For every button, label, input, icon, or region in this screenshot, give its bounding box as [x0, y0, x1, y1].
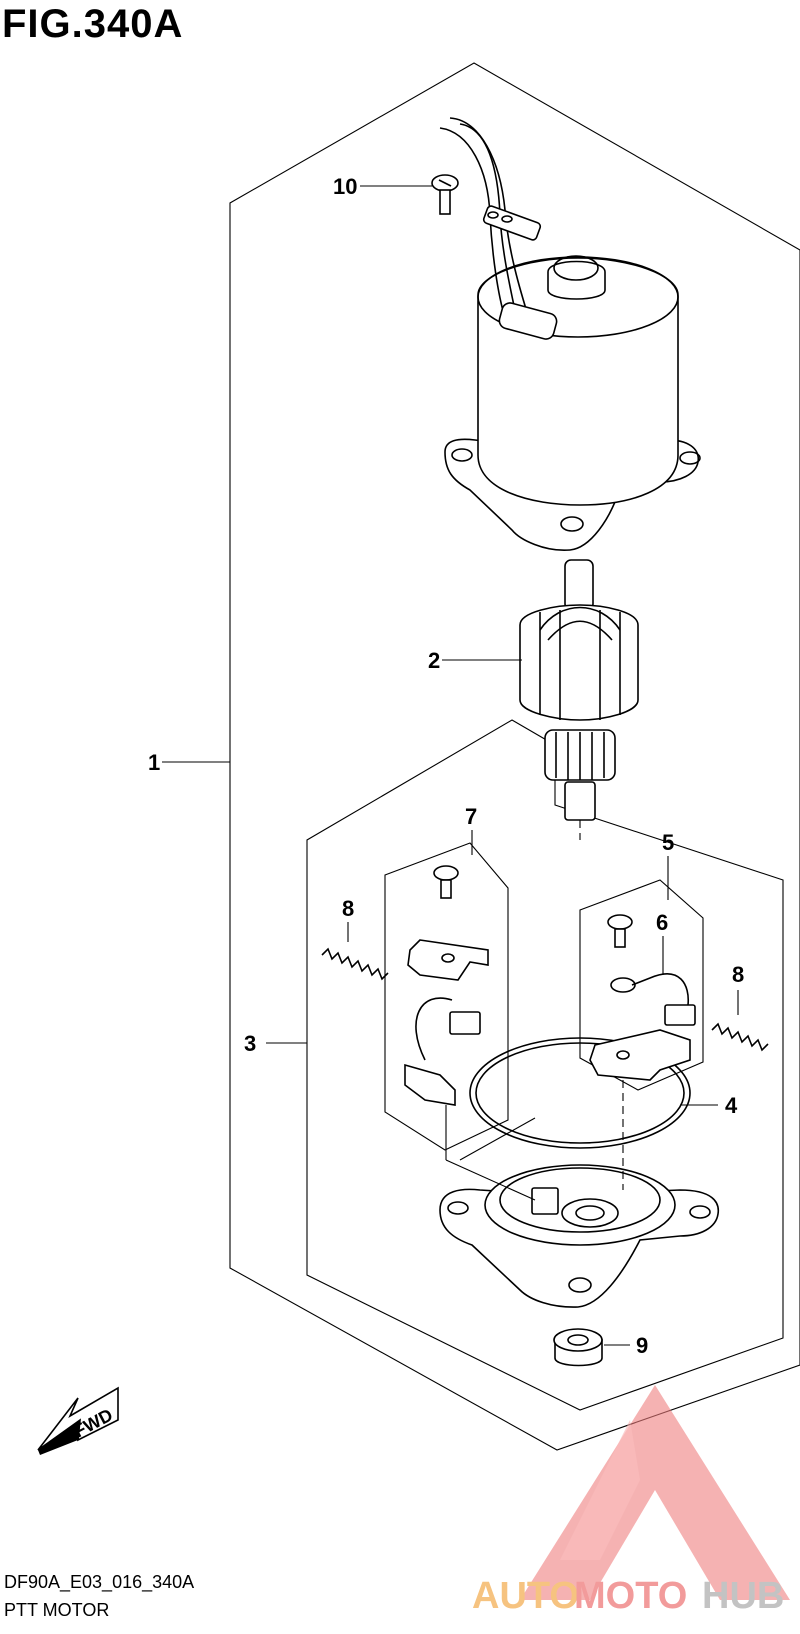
- callout-2: 2: [428, 648, 440, 673]
- armature-2: [519, 559, 639, 821]
- alignment-lines: [445, 820, 624, 1201]
- callout-9: 9: [636, 1333, 648, 1358]
- callout-4: 4: [725, 1093, 738, 1118]
- screw-10: [431, 174, 459, 215]
- spring-8-left: [321, 947, 389, 981]
- brush-holder-7: [404, 865, 489, 1106]
- motor-housing: [439, 117, 701, 551]
- assembly-3-outline: [306, 719, 784, 1411]
- spring-8-right: [711, 1022, 769, 1052]
- assembly-1-outline: [229, 62, 800, 1451]
- subassembly-5-outline: [579, 879, 704, 1091]
- seal-9: [553, 1328, 603, 1367]
- end-cap: [439, 1164, 720, 1308]
- callout-6: 6: [656, 910, 668, 935]
- watermark-logo: AUTO MOTO HUB: [472, 1385, 790, 1617]
- figure-code: DF90A_E03_016_340A: [4, 1572, 195, 1592]
- watermark-moto: MOTO: [574, 1575, 687, 1617]
- callout-7: 7: [465, 804, 477, 829]
- o-ring-4: [469, 1037, 691, 1149]
- brush-holder-5: [589, 914, 696, 1081]
- callout-10: 10: [333, 174, 357, 199]
- subassembly-7-outline: [384, 842, 509, 1151]
- callout-3: 3: [244, 1031, 256, 1056]
- watermark-auto: AUTO: [472, 1575, 579, 1617]
- callout-1: 1: [148, 750, 160, 775]
- figure-title: FIG.340A: [2, 2, 184, 46]
- callout-8-right: 8: [732, 962, 744, 987]
- fwd-arrow-icon: FWD: [37, 1386, 119, 1455]
- callout-8-left: 8: [342, 896, 354, 921]
- watermark-hub: HUB: [702, 1575, 784, 1617]
- figure-name: PTT MOTOR: [4, 1600, 110, 1620]
- callout-5: 5: [662, 830, 674, 855]
- leader-lines: [162, 185, 739, 1346]
